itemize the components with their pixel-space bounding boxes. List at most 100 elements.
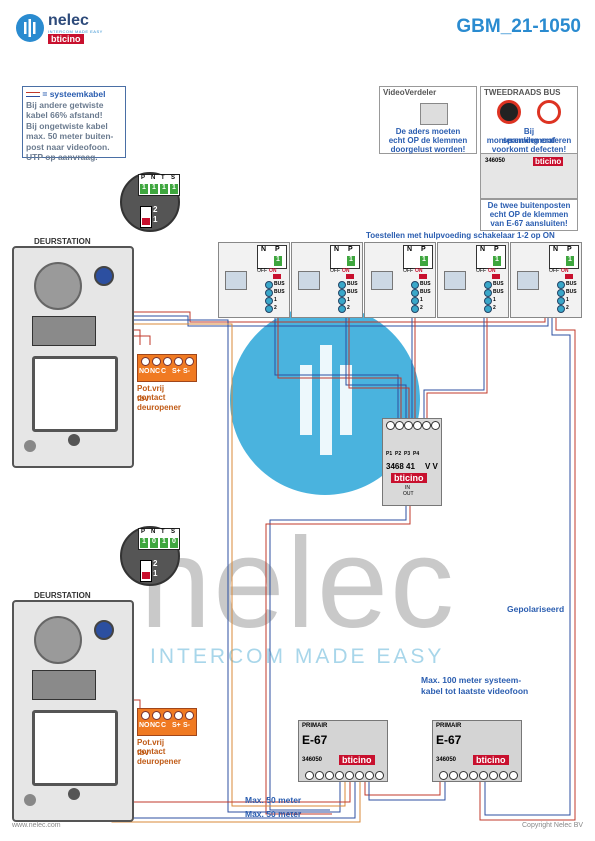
monitor-terminal-label: 1 [347, 297, 350, 303]
monitor-terminal-label: 2 [347, 305, 350, 311]
relay-screw-icon [185, 357, 194, 366]
relay-note-2: tbv deuropener [137, 748, 182, 766]
monitor-terminal-label: BUS [566, 289, 577, 295]
psu-code: 346050 [436, 757, 457, 763]
legend-line-4: Bij ongetwiste kabel [26, 120, 108, 131]
dip-label: P [141, 175, 146, 181]
distributor-port-label: P3 [404, 451, 411, 457]
monitor-np-value: 1 [347, 256, 355, 266]
monitors-heading: Toestellen met hulpvoeding schakelaar 1-… [366, 231, 555, 240]
monitor-switch-off: OFF [257, 268, 267, 274]
dip-value: 1 [170, 184, 178, 194]
distributor-screw-icon [422, 421, 431, 430]
legend-line-6: post naar videofoon. [26, 141, 110, 152]
psu-screw-icon [479, 771, 488, 780]
dip-selector-switch-icon [140, 560, 152, 582]
dip-selector-knob-icon [142, 218, 150, 225]
monitor-terminal-label: BUS [566, 281, 577, 287]
relay-terminal-label: NO [139, 722, 150, 729]
wire-mon4 [423, 290, 485, 418]
psu-primary-label: PRIMAIR [302, 723, 328, 729]
bus-device-box: 346050 bticino [480, 153, 578, 199]
speaker-grille-icon [34, 262, 82, 310]
monitor-switch-icon [565, 274, 573, 279]
footer-website[interactable]: www.nelec.com [12, 822, 61, 829]
relay-screw-icon [152, 711, 161, 720]
splitter-device-icon [420, 103, 448, 125]
monitor-switch-icon [273, 274, 281, 279]
dip-label: N [151, 175, 156, 181]
monitor-np-label: P [275, 246, 280, 253]
distributor-code: 3468 41 [386, 462, 415, 471]
bus-device-brand: bticino [533, 157, 564, 166]
monitor-terminal-label: BUS [420, 281, 431, 287]
monitor-switch-on: ON [561, 268, 569, 274]
relay-screw-icon [163, 711, 172, 720]
bus-title: TWEEDRAADS BUS [484, 88, 561, 97]
distributor-port-label: P2 [395, 451, 402, 457]
relay-note-1: Pot.vrij contact [137, 384, 166, 402]
psu-screw-icon [355, 771, 364, 780]
monitor-terminal-screw-icon [557, 281, 565, 289]
dip-value: 0 [170, 538, 178, 548]
terminal-strip-icon [32, 670, 96, 700]
psu-screw-icon [325, 771, 334, 780]
psu-screw-icon [315, 771, 324, 780]
monitor-np-label: N [553, 246, 559, 253]
psu-screw-icon [439, 771, 448, 780]
monitor-terminal-screw-icon [557, 305, 565, 313]
distributor-in-label: IN [405, 485, 410, 491]
dip-value: 1 [160, 184, 168, 194]
bus-note-4: De twee buitenposten [487, 201, 571, 210]
splitter-note-2: echt OP de klemmen [388, 136, 468, 145]
monitor-terminal-screw-icon [484, 289, 492, 297]
relay-terminal-label: S+ [172, 722, 181, 729]
watermark-word: nelec [140, 512, 456, 655]
mounting-screw-icon [68, 434, 80, 446]
monitor-terminal-screw-icon [411, 297, 419, 305]
legend-line-5: max. 50 meter buiten- [26, 131, 114, 141]
monitor-terminal-label: 2 [420, 305, 423, 311]
monitor-switch-icon [419, 274, 427, 279]
partner-brand: bticino [48, 34, 84, 44]
monitor-terminal-label: 1 [493, 297, 496, 303]
max50-label-b: Max. 50 meter [245, 809, 302, 819]
speaker-grille-icon [34, 616, 82, 664]
monitor-switch-off: OFF [403, 268, 413, 274]
monitor-screen-icon [517, 271, 539, 290]
monitor-terminal-label: BUS [493, 289, 504, 295]
monitor-screen-icon [225, 271, 247, 290]
terminal-strip-icon [32, 316, 96, 346]
legend-cable-icon [26, 92, 40, 98]
logo-bars-icon [24, 19, 36, 37]
camera-lens-icon [94, 620, 114, 640]
distributor-port-label: P1 [386, 451, 393, 457]
monitor-switch-off: OFF [330, 268, 340, 274]
monitor-np-label: P [494, 246, 499, 253]
distributor-port-label: P4 [413, 451, 420, 457]
monitor-terminal-label: 1 [420, 297, 423, 303]
monitor-np-value: 1 [566, 256, 574, 266]
monitor-terminal-screw-icon [265, 289, 273, 297]
relay-screw-icon [174, 357, 183, 366]
psu-screw-icon [499, 771, 508, 780]
mounting-screw-icon [24, 794, 36, 806]
brand-name: nelec [48, 12, 89, 29]
mounting-screw-icon [24, 440, 36, 452]
dip-value: 1 [140, 538, 148, 548]
display-window-icon [32, 710, 118, 786]
psu-screw-icon [449, 771, 458, 780]
psu-screw-icon [365, 771, 374, 780]
monitor-switch-on: ON [415, 268, 423, 274]
monitor-np-value: 1 [420, 256, 428, 266]
legend-line-3: kabel 66% afstand! [26, 110, 103, 120]
